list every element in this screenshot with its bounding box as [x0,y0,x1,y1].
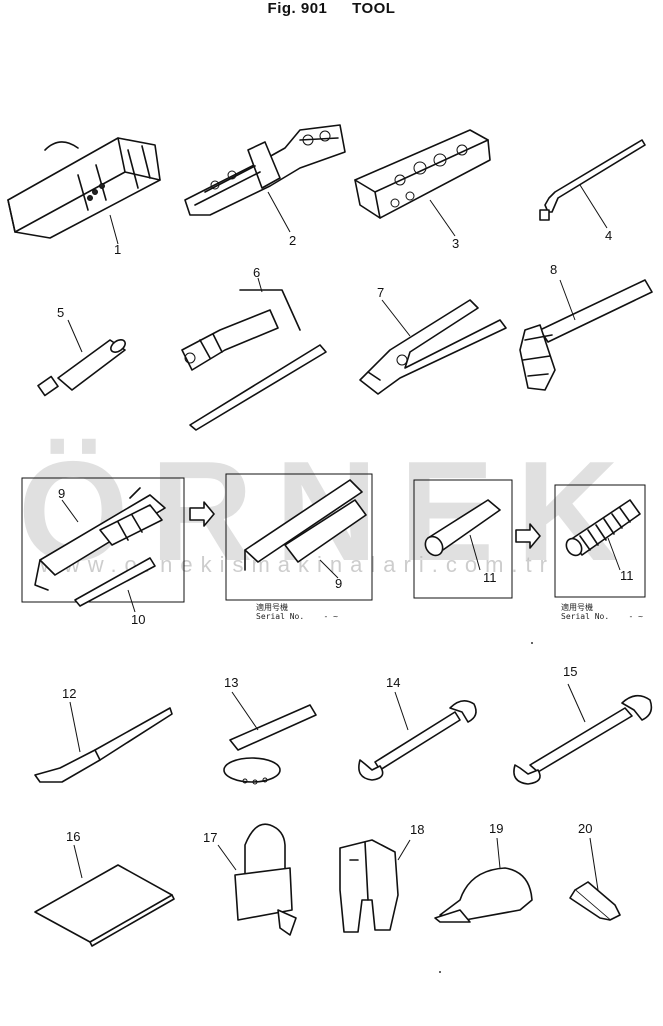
manual-book [34,864,175,947]
serial-label-en: Serial No. [561,612,610,621]
cartridge-box-a [413,479,513,599]
hammer [519,279,653,391]
leader-10 [127,589,136,613]
callout-12: 12 [62,686,77,701]
callout-16: 16 [66,829,81,844]
wrench-set [184,124,346,216]
figure-label: Fig. 901 [267,0,328,17]
scan-dot [531,642,533,644]
leader-7 [381,299,411,337]
leader-16 [73,844,83,879]
leader-11a [469,534,481,571]
callout-19: 19 [489,821,504,836]
leader-13 [231,691,259,731]
serial-label-a: 適用号機 Serial No. - ~ [256,603,338,621]
socket-box [354,129,491,219]
leader-14 [394,691,409,731]
callout-14: 14 [386,675,401,690]
grease-cartridge-ribbed [565,499,641,557]
arrow-right-2 [515,523,541,549]
callout-9b: 9 [335,576,343,591]
callout-17: 17 [203,830,218,845]
leader-12 [69,701,81,753]
callout-3: 3 [452,236,460,251]
leader-1 [109,214,119,245]
callout-20: 20 [578,821,593,836]
callout-6: 6 [253,265,261,280]
hex-key [569,881,621,921]
padlock [234,823,297,936]
callout-10: 10 [131,612,146,627]
leader-5 [67,319,83,353]
extension [37,339,126,397]
grease-gun-b [244,479,367,571]
leader-20 [589,837,599,891]
serial-range: - ~ [323,612,338,621]
spanner-large [513,694,653,785]
callout-8: 8 [550,262,558,277]
callout-4: 4 [605,228,613,243]
socket-bar [539,139,646,221]
serial-label-jp: 適用号機 [561,603,593,612]
callout-13: 13 [224,675,239,690]
callout-2: 2 [289,233,297,248]
grease-gun-box-b [225,473,373,601]
figure-name: TOOL [352,0,396,17]
callout-9a: 9 [58,486,66,501]
callout-11b: 11 [620,568,634,583]
callout-7: 7 [377,285,385,300]
leader-11b [607,537,621,571]
leader-6 [257,277,263,293]
callout-11a: 11 [483,570,497,585]
leader-9b [319,559,339,579]
leader-8 [559,279,576,321]
scan-dot [439,971,441,973]
cartridge-box-b [554,484,646,598]
leader-3 [429,199,456,237]
callout-1: 1 [114,242,122,257]
spanner-small [358,700,477,781]
grease-gun-tube [74,557,156,607]
screwdriver [181,289,327,431]
leader-18 [397,839,411,861]
scraper [34,707,173,783]
serial-label-jp: 適用号機 [256,603,288,612]
leader-9a [61,499,79,523]
serial-range: - ~ [628,612,643,621]
callout-5: 5 [57,305,65,320]
overalls [339,839,399,933]
figure-title: Fig. 901 TOOL [0,0,663,17]
leader-4 [579,184,608,229]
grease-cartridge [424,499,501,557]
callout-15: 15 [563,664,578,679]
serial-label-b: 適用号機 Serial No. - ~ [561,603,643,621]
leader-15 [567,683,586,723]
arrow-right-1 [189,501,215,527]
tool-bag [7,137,161,239]
leader-19 [496,837,501,869]
leader-2 [267,191,291,233]
pliers [359,299,507,395]
leader-17 [217,844,237,871]
grease-gun-a [34,487,166,591]
filter-wrench [223,704,317,785]
work-cap [434,867,533,923]
serial-label-en: Serial No. [256,612,305,621]
callout-18: 18 [410,822,425,837]
grease-gun-box-a [21,477,185,603]
